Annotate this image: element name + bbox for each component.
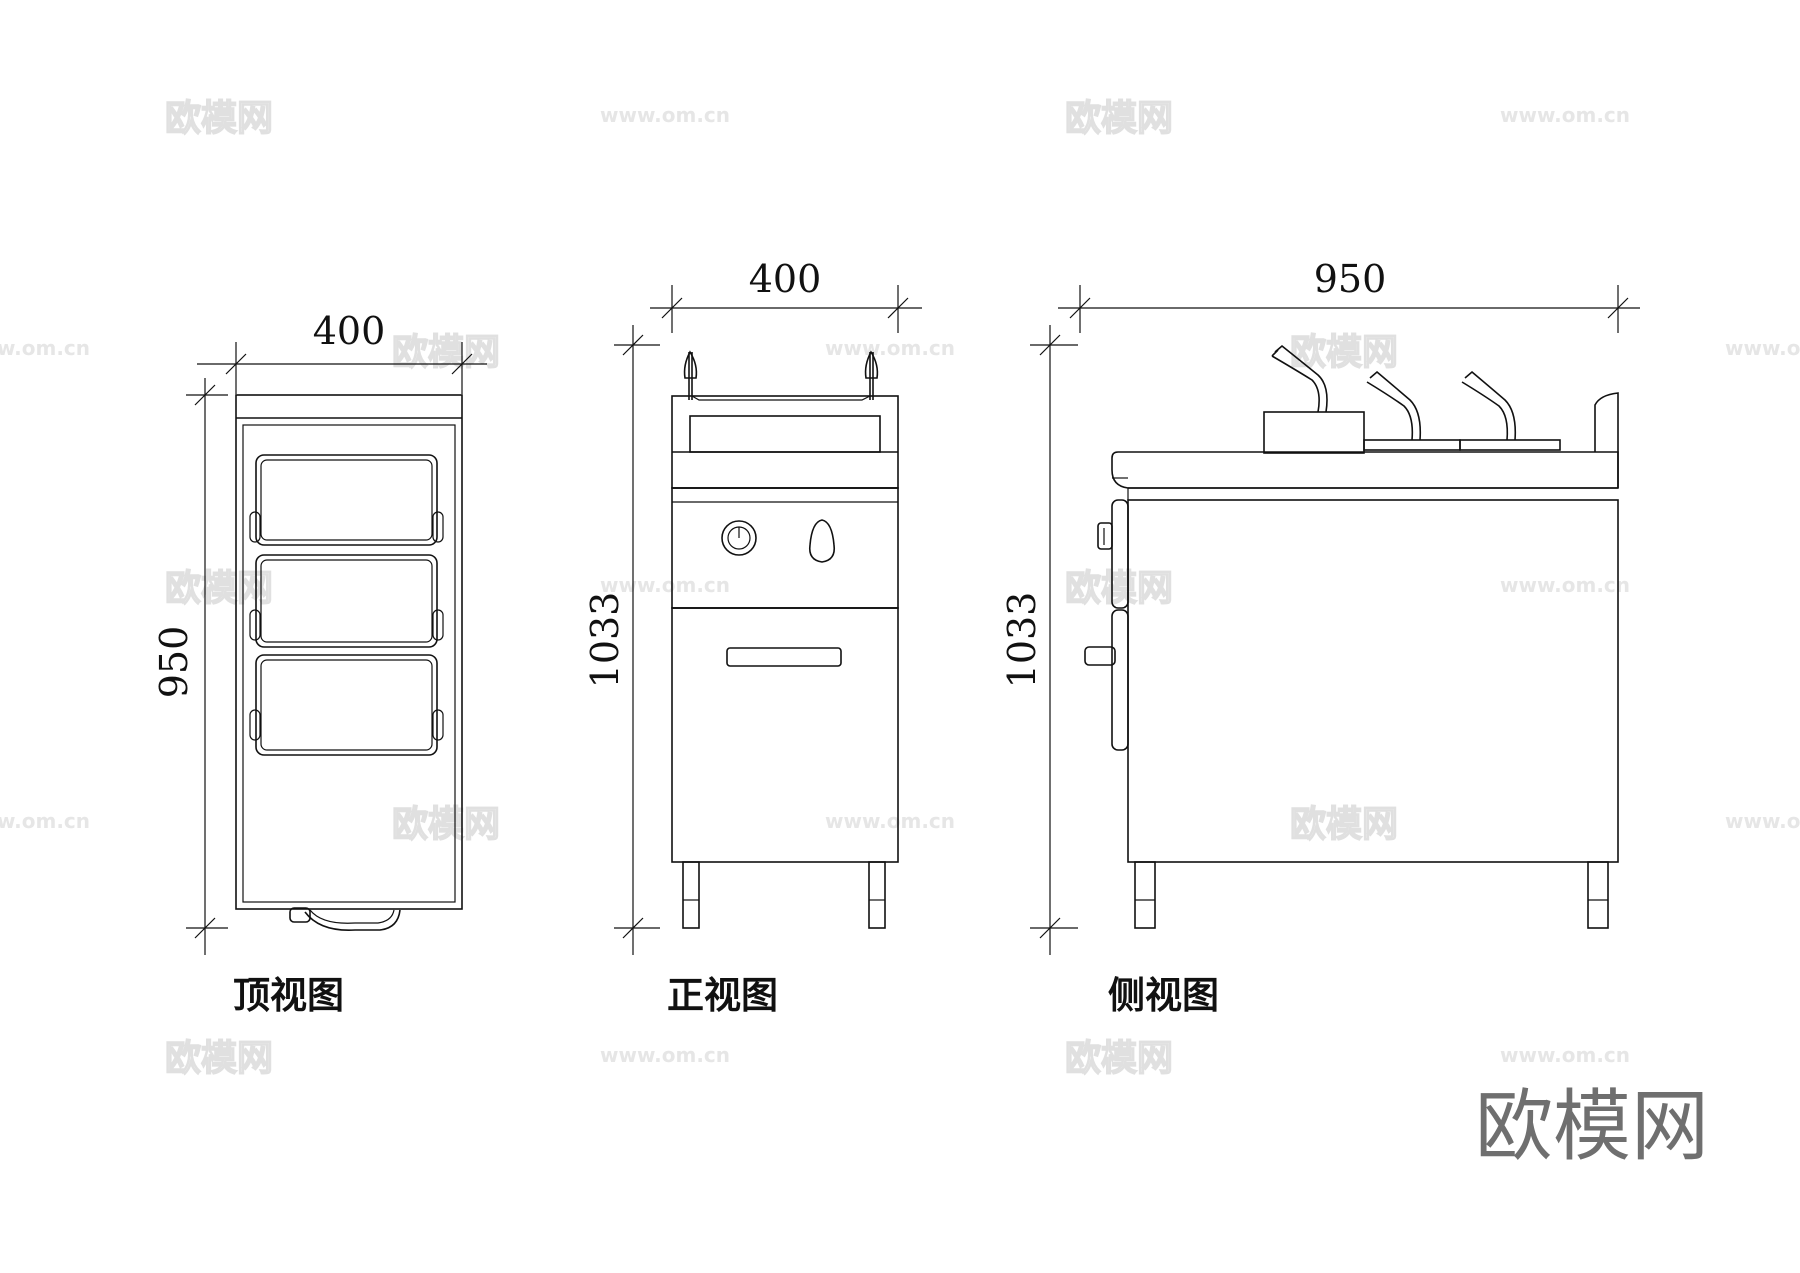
watermark-url: www.om.cn [825, 336, 955, 360]
watermark-brand: 欧模网 [1290, 804, 1398, 845]
side-view-basket [1263, 411, 1365, 454]
watermark-brand: 欧模网 [165, 1038, 273, 1079]
watermark-url: www.om.cn [600, 1043, 730, 1067]
side-view-door-handle [1084, 609, 1129, 751]
front-view-width-label: 400 [749, 257, 822, 301]
front-view-height-dimension: 1033 [583, 325, 660, 955]
top-view-depth-label: 950 [152, 626, 196, 699]
watermark-layer: 欧模网 www.om.cn 欧模网 www.om.cn www.om.cn 欧模… [0, 97, 1800, 1079]
side-view-height-label: 1033 [1000, 592, 1044, 689]
watermark-url: www.om.cn [1725, 336, 1800, 360]
front-view-cabinet [671, 607, 899, 863]
front-view: 400 1033 [583, 257, 922, 1017]
top-view-baskets [249, 454, 444, 756]
watermark-url: www.om.cn [1500, 573, 1630, 597]
watermark-url: www.om.cn [825, 809, 955, 833]
watermark-url: www.om.cn [0, 336, 90, 360]
side-view-basket [1459, 439, 1561, 451]
watermark-brand: 欧模网 [1065, 1038, 1173, 1079]
top-view-caption: 顶视图 [233, 973, 344, 1017]
top-view-width-label: 400 [313, 309, 386, 353]
side-view-basket-handles [1271, 344, 1517, 441]
basket [255, 654, 438, 756]
watermark-url: www.om.cn [600, 573, 730, 597]
watermark-brand: 欧模网 [1290, 332, 1398, 373]
basket [255, 454, 438, 546]
side-view-control-knob [1097, 499, 1129, 609]
side-view-height-dimension: 1033 [1000, 325, 1078, 955]
side-view-basket [1363, 439, 1461, 451]
basket [255, 554, 438, 648]
side-view-legs [1134, 861, 1609, 929]
front-view-basket [689, 415, 881, 453]
watermark-brand: 欧模网 [392, 804, 500, 845]
front-view-caption: 正视图 [667, 973, 778, 1017]
side-view-width-label: 950 [1314, 257, 1387, 301]
watermark-brand: 欧模网 [165, 98, 273, 139]
top-view-width-dimension: 400 [197, 309, 487, 394]
front-view-basket-handles [683, 350, 879, 401]
side-view-caption: 侧视图 [1108, 973, 1219, 1017]
top-view-depth-dimension: 950 [152, 378, 228, 955]
side-view: 950 1033 [1000, 257, 1640, 1017]
watermark-url: www.om.cn [600, 103, 730, 127]
watermark-url: www.om.cn [1500, 103, 1630, 127]
watermark-brand: 欧模网 [165, 568, 273, 609]
indicator-light [808, 519, 836, 563]
watermark-brand: 欧模网 [1065, 568, 1173, 609]
cabinet-door-handle [726, 647, 842, 667]
watermark-url: www.om.cn [1500, 1043, 1630, 1067]
watermark-url: www.om.cn [1725, 809, 1800, 833]
side-view-countertop [1111, 451, 1619, 489]
brand-logo: 欧模网 [1475, 1082, 1709, 1172]
top-view-inner-panel [242, 424, 456, 903]
watermark-brand: 欧模网 [1065, 98, 1173, 139]
front-view-height-label: 1033 [583, 592, 627, 689]
side-view-width-dimension: 950 [1058, 257, 1640, 333]
watermark-url: www.om.cn [0, 809, 90, 833]
front-view-width-dimension: 400 [650, 257, 922, 333]
front-view-top-deck [671, 395, 899, 489]
temperature-knob [721, 520, 757, 556]
top-view-body-outline [235, 394, 463, 910]
side-view-backsplash [1594, 392, 1619, 488]
front-view-legs [682, 861, 886, 929]
top-view-drain-handle [289, 907, 401, 931]
watermark-brand: 欧模网 [392, 332, 500, 373]
top-view: 400 950 [152, 309, 487, 1017]
